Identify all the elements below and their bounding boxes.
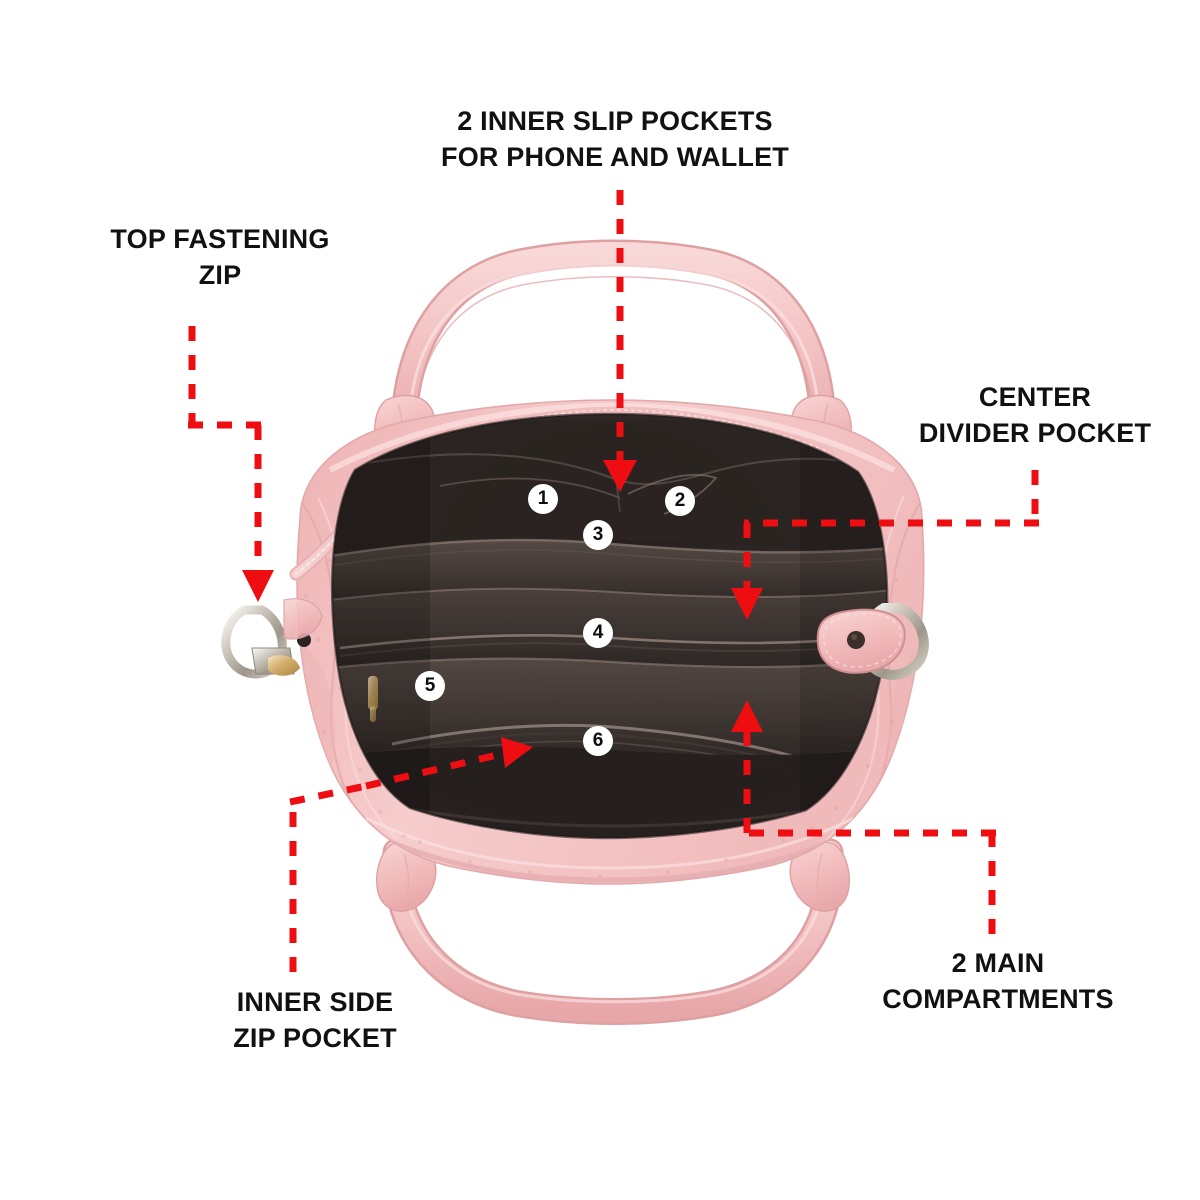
callout-top-fastening-zip: TOP FASTENING ZIP [110, 224, 330, 290]
feature-badge-1: 1 [528, 484, 558, 514]
feature-badge-5: 5 [415, 671, 445, 701]
leader-center-divider [743, 470, 1039, 598]
leader-side-zip [289, 748, 511, 972]
feature-badge-3: 3 [583, 520, 613, 550]
arrowhead-side-zip [501, 737, 533, 768]
handle-bottom [382, 838, 845, 1025]
callout-center-divider-pocket: CENTER DIVIDER POCKET [918, 382, 1152, 448]
handle-top [389, 239, 837, 469]
inner-side-zip-pull-icon [368, 676, 378, 722]
callout-inner-side-zip-pocket: INNER SIDE ZIP POCKET [233, 987, 397, 1053]
leader-main-compartments [743, 722, 996, 934]
leader-top-zip [188, 326, 262, 578]
handle-attachment-bottom-right [789, 841, 850, 912]
callout-slip-pockets: 2 INNER SLIP POCKETS FOR PHONE AND WALLE… [441, 106, 789, 172]
annotation-leaders [188, 190, 1039, 972]
d-ring-right [816, 603, 929, 680]
feature-badge-4: 4 [583, 618, 613, 648]
arrowhead-main-compartments [731, 700, 763, 732]
d-ring-left [221, 598, 323, 679]
arrowhead-slip-pockets [603, 460, 637, 492]
arrowhead-top-zip [242, 570, 274, 602]
feature-badge-2: 2 [665, 486, 695, 516]
arrowhead-center-divider [731, 588, 763, 620]
callout-main-compartments: 2 MAIN COMPARTMENTS [882, 948, 1114, 1014]
annotation-arrowheads [242, 460, 763, 768]
feature-badge-6: 6 [583, 726, 613, 756]
